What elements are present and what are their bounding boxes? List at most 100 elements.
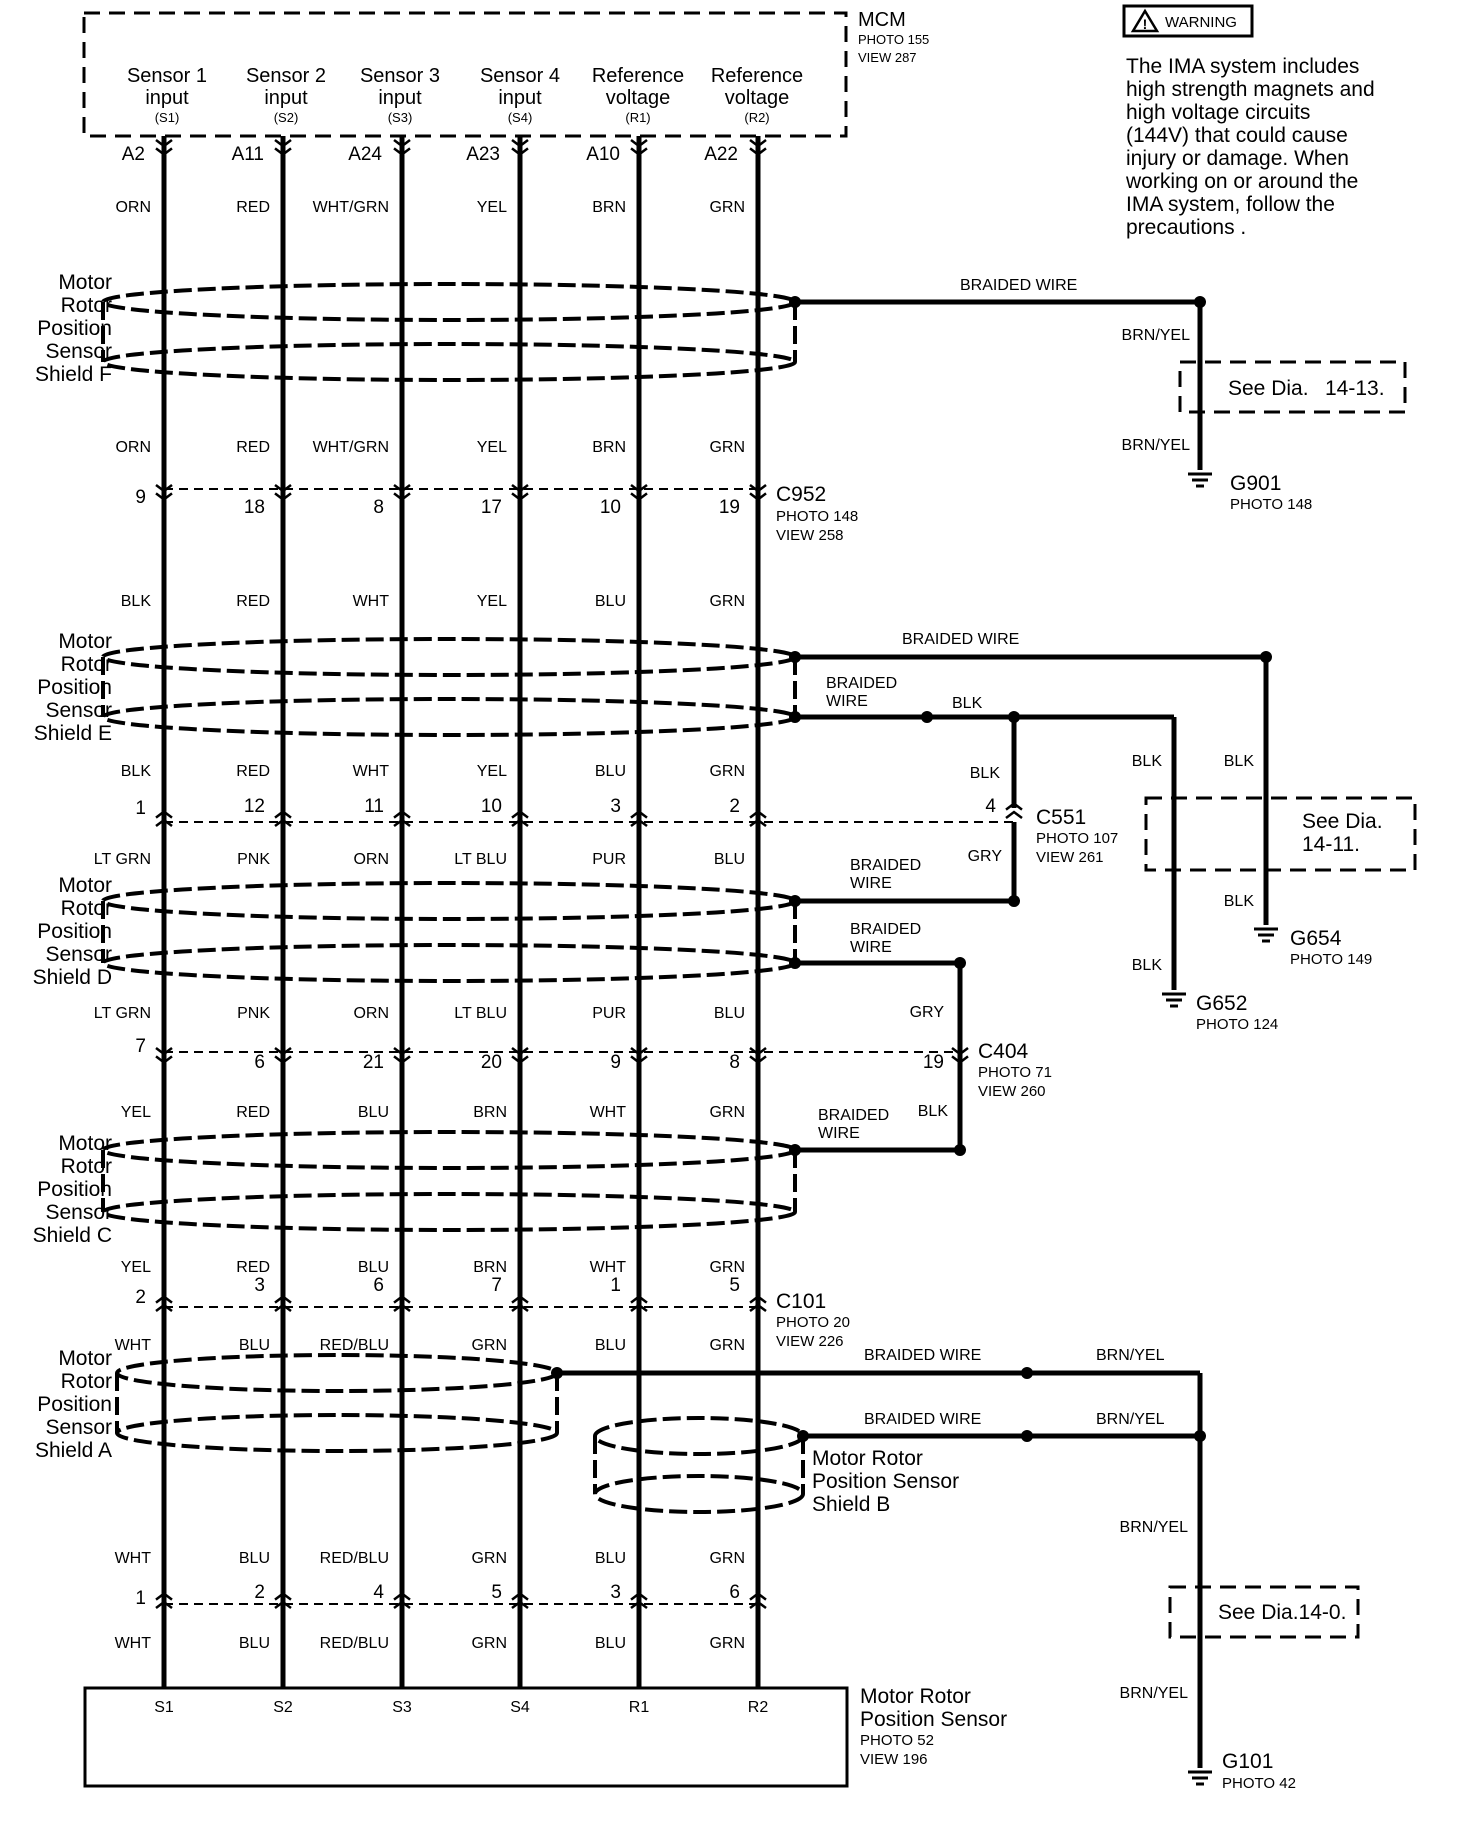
svg-text:Motor: Motor <box>58 1132 112 1155</box>
shield-a-label: Motor Rotor Position Sensor Shield A <box>35 1347 112 1462</box>
svg-text:PHOTO 71: PHOTO 71 <box>978 1064 1052 1081</box>
svg-text:7: 7 <box>135 1036 146 1057</box>
svg-text:5: 5 <box>729 1275 740 1296</box>
terminal-chevron <box>749 484 767 501</box>
shield-b-label: Motor Rotor Position Sensor Shield B <box>812 1447 959 1516</box>
terminal-chevron <box>749 810 767 827</box>
svg-text:Motor: Motor <box>58 1347 112 1370</box>
shield-b <box>593 1416 805 1514</box>
svg-text:LT BLU: LT BLU <box>454 1005 507 1022</box>
warning-badge-label: WARNING <box>1165 14 1237 31</box>
svg-text:7: 7 <box>491 1275 502 1296</box>
svg-text:Sensor: Sensor <box>45 943 112 966</box>
svg-text:GRN: GRN <box>709 763 745 780</box>
terminal-chevron <box>630 1295 648 1312</box>
svg-text:Sensor: Sensor <box>45 340 112 363</box>
svg-text:S2: S2 <box>273 1699 293 1716</box>
svg-text:LT BLU: LT BLU <box>454 851 507 868</box>
terminal-chevron <box>749 1047 767 1064</box>
svg-text:injury or damage. When: injury or damage. When <box>1126 147 1349 170</box>
terminal-chevron <box>393 1592 411 1609</box>
shield-c-label: Motor Rotor Position Sensor Shield C <box>33 1132 112 1247</box>
svg-text:RED: RED <box>236 1259 270 1276</box>
sensor-label: Motor Rotor Position Sensor PHOTO 52 VIE… <box>860 1685 1007 1768</box>
terminal-chevron <box>749 1592 767 1609</box>
g101-label: G101 <box>1222 1750 1273 1773</box>
svg-text:6: 6 <box>373 1275 384 1296</box>
svg-text:Motor Rotor: Motor Rotor <box>860 1685 971 1708</box>
wire-color-row-7: YEL RED BLU BRN WHT GRN <box>121 1104 745 1121</box>
terminal-chevron <box>630 810 648 827</box>
terminal-chevron <box>155 810 173 827</box>
svg-text:PHOTO 20: PHOTO 20 <box>776 1314 850 1331</box>
svg-text:21: 21 <box>363 1052 384 1073</box>
svg-text:(R2): (R2) <box>744 110 769 125</box>
svg-text:Sensor 4: Sensor 4 <box>480 65 560 87</box>
terminal-chevron <box>630 1592 648 1609</box>
svg-text:4: 4 <box>985 796 996 817</box>
terminal-chevron <box>1005 802 1023 819</box>
svg-text:ORN: ORN <box>353 1005 389 1022</box>
svg-text:S3: S3 <box>392 1699 412 1716</box>
terminal-chevron <box>155 1295 173 1312</box>
g654-ground-icon <box>1254 927 1278 943</box>
svg-text:BRN/YEL: BRN/YEL <box>1122 327 1191 344</box>
svg-text:A10: A10 <box>586 144 620 165</box>
terminal-marks <box>155 139 1023 1609</box>
terminal-chevron <box>155 484 173 501</box>
svg-text:Shield F: Shield F <box>35 363 112 386</box>
terminal-chevron <box>511 484 529 501</box>
svg-text:BLK: BLK <box>918 1103 949 1120</box>
terminal-chevron <box>274 1592 292 1609</box>
svg-text:RED/BLU: RED/BLU <box>320 1550 389 1567</box>
svg-text:11: 11 <box>364 796 384 817</box>
svg-text:(S4): (S4) <box>508 110 533 125</box>
terminal-chevron <box>393 1295 411 1312</box>
svg-text:Reference: Reference <box>592 65 684 87</box>
svg-text:4: 4 <box>373 1582 384 1603</box>
svg-text:LT GRN: LT GRN <box>94 851 151 868</box>
svg-text:voltage: voltage <box>606 87 671 109</box>
svg-text:A22: A22 <box>704 144 738 165</box>
svg-text:R1: R1 <box>629 1699 650 1716</box>
terminal-chevron <box>630 1047 648 1064</box>
wire-color-row-11: WHT BLU RED/BLU GRN BLU GRN <box>115 1635 745 1652</box>
terminal-chevron <box>274 1047 292 1064</box>
svg-text:C952: C952 <box>776 483 826 506</box>
svg-text:1: 1 <box>135 798 146 819</box>
svg-text:Position: Position <box>37 920 112 943</box>
wire-color-row-4: BLK RED WHT YEL BLU GRN <box>121 763 745 780</box>
svg-text:WHT: WHT <box>590 1104 627 1121</box>
g901-ground-icon <box>1188 472 1212 488</box>
warning-text: The IMA system includes high strength ma… <box>1125 55 1375 239</box>
mcm-input-2: Sensor 2 input (S2) <box>246 65 326 125</box>
mcm-input-4: Sensor 4 input (S4) <box>480 65 560 125</box>
svg-text:14-11.: 14-11. <box>1302 833 1360 856</box>
svg-text:GRN: GRN <box>709 593 745 610</box>
svg-text:3: 3 <box>254 1275 265 1296</box>
terminal-chevron <box>393 484 411 501</box>
svg-text:Sensor: Sensor <box>45 1416 112 1439</box>
svg-text:(R1): (R1) <box>625 110 650 125</box>
svg-text:BLK: BLK <box>1132 957 1163 974</box>
svg-text:WHT: WHT <box>590 1259 627 1276</box>
svg-text:BLU: BLU <box>714 851 745 868</box>
g101-photo: PHOTO 42 <box>1222 1775 1296 1792</box>
svg-text:S4: S4 <box>510 1699 530 1716</box>
svg-text:GRN: GRN <box>709 199 745 216</box>
svg-text:LT GRN: LT GRN <box>94 1005 151 1022</box>
svg-text:precautions .: precautions . <box>1126 216 1246 239</box>
svg-text:working on or around the: working on or around the <box>1125 170 1358 193</box>
svg-text:Reference: Reference <box>711 65 803 87</box>
svg-text:A23: A23 <box>466 144 500 165</box>
g652-photo: PHOTO 124 <box>1196 1016 1278 1033</box>
svg-text:(S1): (S1) <box>155 110 180 125</box>
wire-color-row-5: LT GRN PNK ORN LT BLU PUR BLU <box>94 851 745 868</box>
svg-text:Shield C: Shield C <box>33 1224 112 1247</box>
svg-text:BLU: BLU <box>358 1259 389 1276</box>
svg-text:WHT/GRN: WHT/GRN <box>313 199 389 216</box>
svg-text:high voltage circuits: high voltage circuits <box>1126 101 1310 124</box>
svg-text:BLK: BLK <box>1224 753 1255 770</box>
svg-text:input: input <box>264 87 308 109</box>
shield-c-ground: BRAIDED WIRE <box>789 1107 966 1156</box>
